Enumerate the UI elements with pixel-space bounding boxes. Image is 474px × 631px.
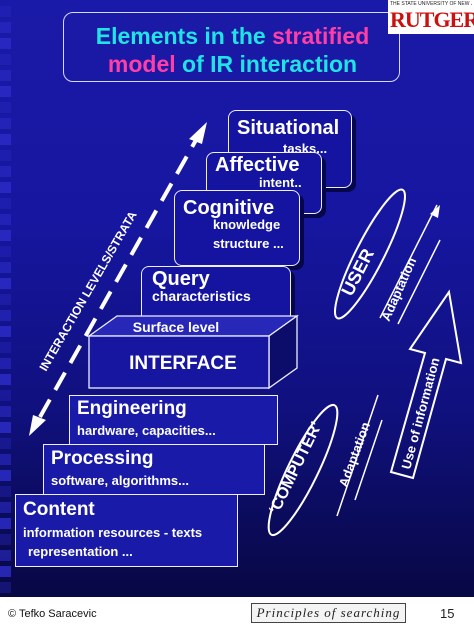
interface-label: INTERFACE <box>129 353 237 374</box>
surface-level-label: Surface level <box>133 319 219 335</box>
adaptation-top-arrow-head <box>430 205 440 218</box>
side-square <box>0 406 11 417</box>
interface-front-face <box>88 335 270 389</box>
side-square <box>0 262 11 273</box>
side-square <box>0 310 11 321</box>
title-text-1: Elements in the <box>95 23 266 49</box>
content-heading: Content <box>23 499 95 520</box>
side-square <box>0 294 11 305</box>
adaptation-top-line-2 <box>397 239 441 325</box>
adaptation-bottom-line <box>336 394 379 517</box>
side-square <box>0 150 11 161</box>
side-square <box>0 358 11 369</box>
side-square <box>0 582 11 593</box>
side-square <box>0 470 11 481</box>
side-square <box>0 390 11 401</box>
side-square <box>0 54 11 65</box>
logo-subtext: THE STATE UNIVERSITY OF NEW JERSEY <box>390 1 472 7</box>
levels-arrow-head-bottom <box>29 415 46 436</box>
footer: © Tefko Saracevic Principles of searchin… <box>0 597 474 631</box>
side-square <box>0 198 11 209</box>
side-square <box>0 102 11 113</box>
side-square <box>0 486 11 497</box>
side-square <box>0 214 11 225</box>
computer-ellipse <box>267 403 339 537</box>
situational-heading: Situational <box>237 117 340 139</box>
user-ellipse <box>334 188 406 320</box>
side-square <box>0 246 11 257</box>
content-sub-2: representation ... <box>28 544 133 559</box>
cognitive-box: Cognitive knowledge structure ... <box>174 190 300 266</box>
side-square <box>0 86 11 97</box>
cognitive-heading: Cognitive <box>183 197 275 219</box>
title-line-1: Elements in the stratified <box>64 23 401 50</box>
cognitive-sub-2: structure ... <box>213 236 284 251</box>
processing-sub: software, algorithms... <box>51 473 189 488</box>
title-text-2: stratified <box>272 23 370 49</box>
side-square <box>0 38 11 49</box>
page-number: 15 <box>440 606 455 621</box>
side-square <box>0 502 11 513</box>
side-square <box>0 118 11 129</box>
query-heading: Query <box>152 268 210 290</box>
side-square <box>0 550 11 561</box>
affective-sub: intent.. <box>259 175 302 190</box>
processing-box: Processing software, algorithms... <box>43 444 265 495</box>
adaptation-top-line <box>379 204 438 319</box>
title-text-4: of IR interaction <box>182 51 358 77</box>
adaptation-bottom-line-2 <box>354 419 383 501</box>
affective-heading: Affective <box>215 154 300 176</box>
content-sub-1: information resources - texts <box>23 525 203 540</box>
logo-name: RUTGERS <box>390 7 474 32</box>
side-square <box>0 70 11 81</box>
levels-dashed-arrow <box>38 139 198 418</box>
cognitive-sub-1: knowledge <box>213 217 281 232</box>
engineering-sub: hardware, capacities... <box>77 423 216 438</box>
side-square <box>0 166 11 177</box>
content-box: Content information resources - texts re… <box>15 494 238 567</box>
levels-arrow-head-top <box>189 122 207 144</box>
side-square <box>0 374 11 385</box>
engineering-box: Engineering hardware, capacities... <box>69 395 278 445</box>
side-square <box>0 230 11 241</box>
copyright-text: © Tefko Saracevic <box>8 608 97 620</box>
side-square <box>0 454 11 465</box>
side-square <box>0 518 11 529</box>
side-square <box>0 22 11 33</box>
side-square <box>0 566 11 577</box>
side-square <box>0 422 11 433</box>
tagline-box: Principles of searching <box>251 603 406 623</box>
query-sub: characteristics <box>152 288 251 304</box>
engineering-heading: Engineering <box>77 398 187 419</box>
side-square <box>0 342 11 353</box>
title-box: Elements in the stratified model of IR i… <box>63 12 400 82</box>
side-square <box>0 438 11 449</box>
side-square <box>0 182 11 193</box>
processing-heading: Processing <box>51 448 154 469</box>
rutgers-logo: THE STATE UNIVERSITY OF NEW JERSEY RUTGE… <box>388 0 474 34</box>
side-square <box>0 134 11 145</box>
title-line-2: model of IR interaction <box>64 51 401 78</box>
side-square <box>0 326 11 337</box>
side-square <box>0 278 11 289</box>
title-text-3: model <box>107 51 176 77</box>
side-square <box>0 6 11 17</box>
use-of-information-arrow <box>389 289 463 480</box>
side-square <box>0 534 11 545</box>
